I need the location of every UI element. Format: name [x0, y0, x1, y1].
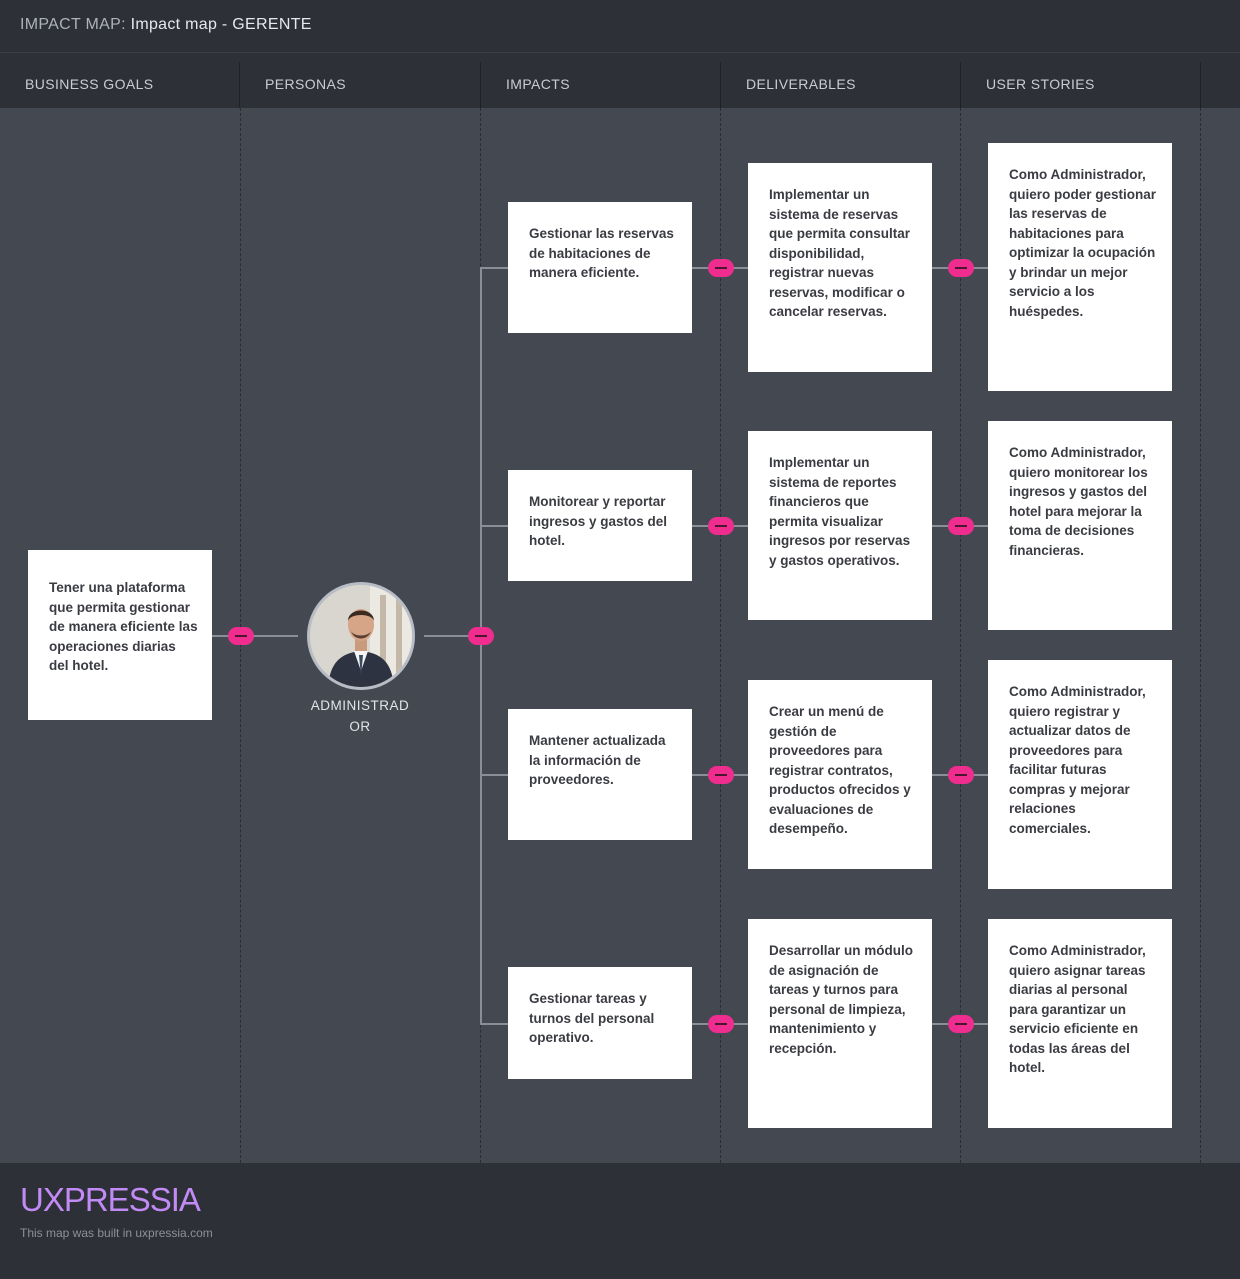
impact-card[interactable]: Monitorear y reportar ingresos y gastos … — [508, 470, 692, 581]
title-bar: IMPACT MAP: Impact map - GERENTE — [0, 0, 1240, 53]
column-header-user-stories[interactable]: USER STORIES — [961, 62, 1201, 108]
column-header-row: BUSINESS GOALS PERSONAS IMPACTS DELIVERA… — [0, 62, 1240, 108]
column-header-impacts[interactable]: IMPACTS — [481, 62, 721, 108]
collapse-toggle-icon[interactable] — [948, 259, 974, 277]
impact-card[interactable]: Mantener actualizada la información de p… — [508, 709, 692, 840]
column-divider — [720, 108, 721, 1163]
collapse-toggle-icon[interactable] — [948, 766, 974, 784]
uxpressia-logo[interactable]: UXPRESSIA — [20, 1181, 201, 1218]
user-story-card[interactable]: Como Administrador, quiero registrar y a… — [988, 660, 1172, 889]
page-title: IMPACT MAP: Impact map - GERENTE — [20, 16, 312, 34]
persona-name[interactable]: ADMINISTRAD OR — [300, 695, 420, 737]
collapse-toggle-icon[interactable] — [708, 766, 734, 784]
impact-card[interactable]: Gestionar tareas y turnos del personal o… — [508, 967, 692, 1079]
connector-line — [424, 635, 482, 637]
connector-line — [212, 635, 298, 637]
collapse-toggle-icon[interactable] — [708, 259, 734, 277]
persona-avatar[interactable] — [307, 582, 415, 690]
connector-line — [480, 267, 508, 269]
user-story-card[interactable]: Como Administrador, quiero asignar tarea… — [988, 919, 1172, 1128]
deliverable-card[interactable]: Implementar un sistema de reservas que p… — [748, 163, 932, 372]
deliverable-card[interactable]: Crear un menú de gestión de proveedores … — [748, 680, 932, 869]
collapse-toggle-icon[interactable] — [948, 1015, 974, 1033]
persona-name-line2: OR — [349, 719, 371, 734]
column-header-empty — [1201, 62, 1240, 108]
persona-name-line1: ADMINISTRAD — [310, 698, 410, 713]
deliverable-card[interactable]: Desarrollar un módulo de asignación de t… — [748, 919, 932, 1128]
connector-line — [480, 525, 508, 527]
collapse-toggle-icon[interactable] — [708, 517, 734, 535]
title-prefix: IMPACT MAP: — [20, 16, 126, 33]
connector-line — [480, 774, 508, 776]
person-icon — [310, 585, 412, 687]
column-header-personas[interactable]: PERSONAS — [240, 62, 481, 108]
business-goal-card[interactable]: Tener una plataforma que permita gestion… — [28, 550, 212, 720]
map-canvas: Tener una plataforma que permita gestion… — [0, 108, 1240, 1163]
column-header-business-goals[interactable]: BUSINESS GOALS — [0, 62, 240, 108]
footer-note: This map was built in uxpressia.com — [20, 1226, 213, 1240]
column-header-deliverables[interactable]: DELIVERABLES — [721, 62, 961, 108]
collapse-toggle-icon[interactable] — [708, 1015, 734, 1033]
footer: UXPRESSIA This map was built in uxpressi… — [0, 1163, 1240, 1279]
user-story-card[interactable]: Como Administrador, quiero poder gestion… — [988, 143, 1172, 391]
collapse-toggle-icon[interactable] — [948, 517, 974, 535]
map-name[interactable]: Impact map - GERENTE — [130, 16, 312, 33]
impact-card[interactable]: Gestionar las reservas de habitaciones d… — [508, 202, 692, 333]
deliverable-card[interactable]: Implementar un sistema de reportes finan… — [748, 431, 932, 620]
collapse-toggle-icon[interactable] — [468, 627, 494, 645]
connector-line — [480, 267, 482, 1025]
column-divider — [1200, 108, 1201, 1163]
connector-line — [480, 1023, 508, 1025]
collapse-toggle-icon[interactable] — [228, 627, 254, 645]
column-divider — [960, 108, 961, 1163]
user-story-card[interactable]: Como Administrador, quiero monitorear lo… — [988, 421, 1172, 630]
